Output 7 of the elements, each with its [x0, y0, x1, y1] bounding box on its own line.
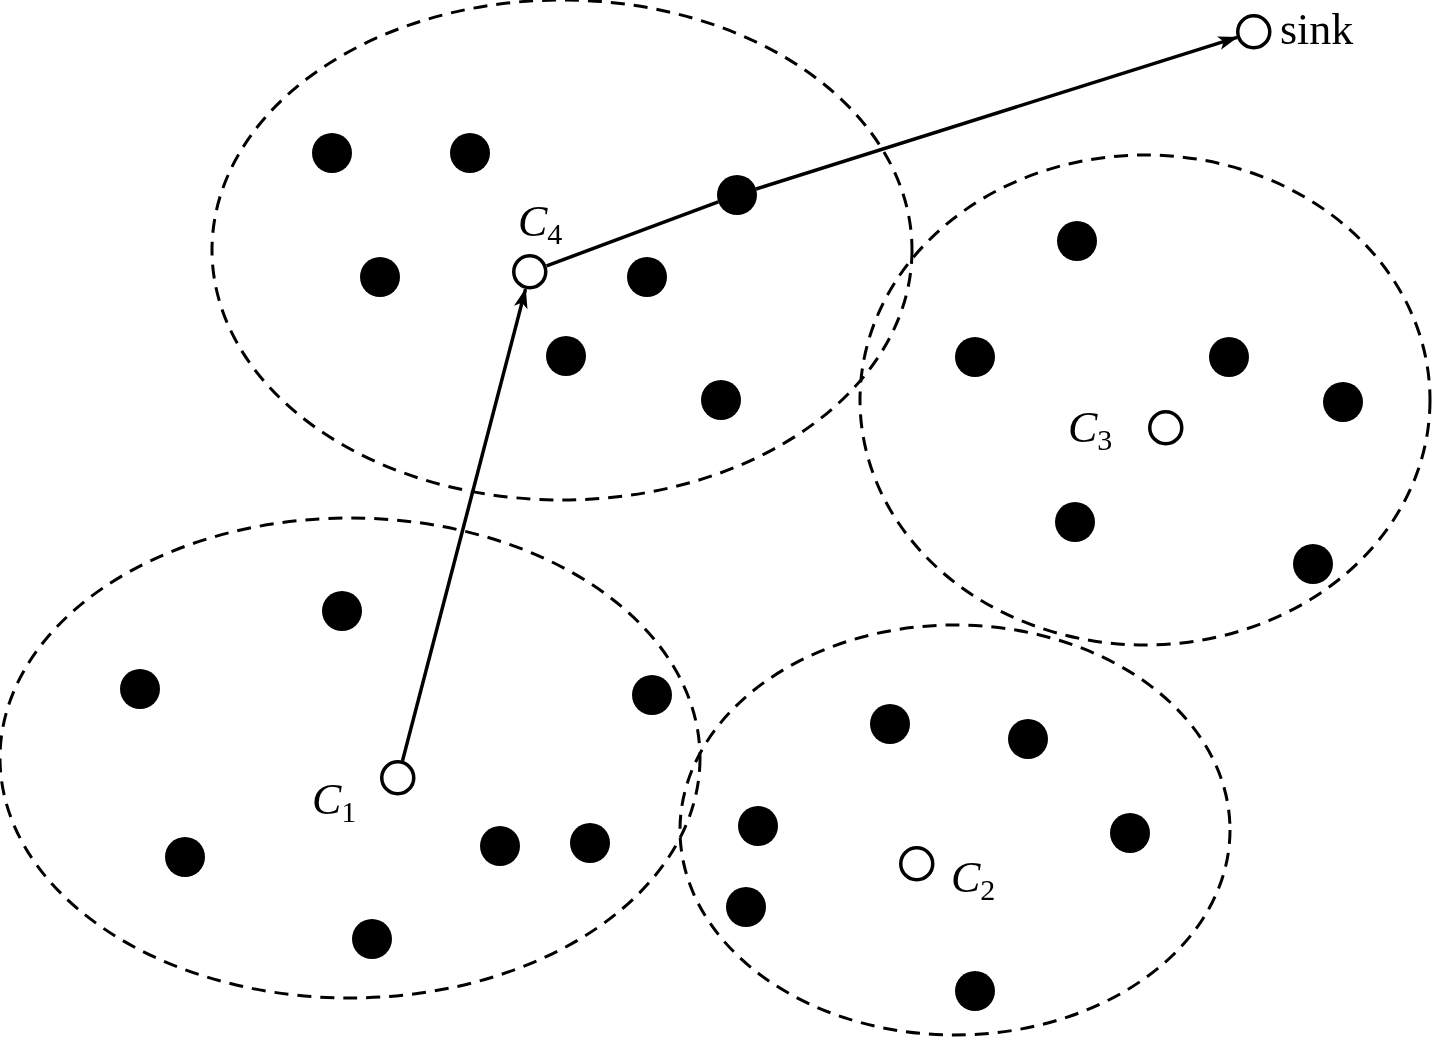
arrow [400, 288, 528, 762]
node-label: C$_{2}$ [951, 856, 996, 905]
node-label: sink [1280, 8, 1354, 52]
node-label: C$_{4}$ [518, 200, 563, 249]
arrow [755, 35, 1238, 191]
node-label: C$_{1}$ [312, 778, 357, 827]
node-label: C$_{3}$ [1068, 406, 1113, 455]
